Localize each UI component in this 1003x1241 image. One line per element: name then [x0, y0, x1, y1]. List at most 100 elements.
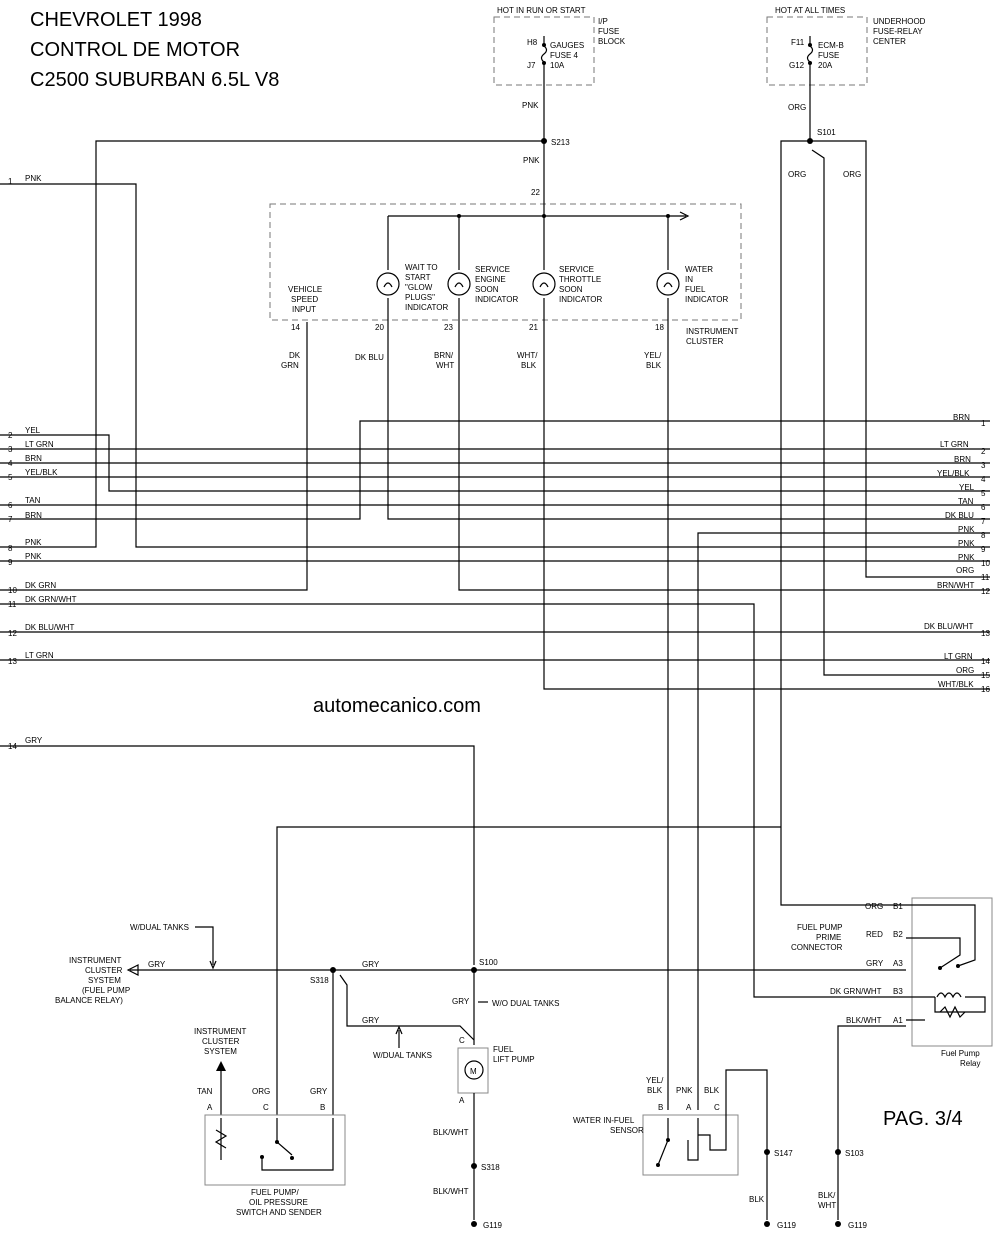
- lift-l1: FUEL: [493, 1045, 514, 1054]
- right-pin-8: 8: [981, 531, 986, 540]
- relay-l1: Fuel Pump: [941, 1049, 980, 1058]
- fuse-ip-fuse: FUSE 4: [550, 51, 579, 60]
- sender-dot-3: [260, 1155, 264, 1159]
- vsi-pin: 14: [291, 323, 300, 332]
- right-color-9: PNK: [958, 539, 975, 548]
- right-color-4: YEL/BLK: [937, 469, 970, 478]
- wif-s-l2: SENSOR: [610, 1126, 644, 1135]
- relay-resistor-icon: [939, 1005, 966, 1019]
- fuse-uh-fuse: FUSE: [818, 51, 839, 60]
- fuse-ip-header: HOT IN RUN OR START: [497, 6, 586, 15]
- relay-p-a1: A1: [893, 1016, 903, 1025]
- right-pin-13: 13: [981, 629, 990, 638]
- wire-ses-to-right-12: [458, 322, 990, 591]
- wif-sensor-dot-1: [666, 1138, 670, 1142]
- wire-org-right: ORG: [843, 170, 861, 179]
- ic-system-3: SYSTEM: [88, 976, 121, 985]
- uh-fuse-symbol: [806, 45, 814, 63]
- sender-pin-c: C: [263, 1103, 269, 1112]
- right-color-10: PNK: [958, 553, 975, 562]
- fuse-ip-pin-in: H8: [527, 38, 538, 47]
- relay-prime-3: CONNECTOR: [791, 943, 843, 952]
- right-color-7: DK BLU: [945, 511, 974, 520]
- fuse-ip-block-1: I/P: [598, 17, 608, 26]
- sender-l1: FUEL PUMP/: [251, 1188, 299, 1197]
- wire-org-to-sender-c: [276, 826, 781, 1115]
- title-line-2: CONTROL DE MOTOR: [30, 39, 240, 61]
- sts-pin: 21: [529, 323, 538, 332]
- right-connector: BRN 2 1 LT GRN 2 BRN 3 YEL/BLK 4 YEL 5 T…: [924, 413, 990, 694]
- relay-l2: Relay: [960, 1059, 980, 1068]
- ground-2-label: G119: [777, 1221, 797, 1230]
- relay-coil-icon: [936, 992, 962, 999]
- vsi-label-1: VEHICLE: [288, 285, 322, 294]
- fuse-uh-block-2: FUSE-RELAY: [873, 27, 923, 36]
- right-pin-6: 6: [981, 503, 986, 512]
- splice-s103-label: S103: [845, 1149, 864, 1158]
- glow-wire: DK BLU: [355, 353, 384, 362]
- ic-system-1: INSTRUMENT: [69, 956, 122, 965]
- vsi-wire-1: DK: [289, 351, 301, 360]
- wif-s-w-blk: BLK: [704, 1086, 720, 1095]
- wire-pnk-fuse: PNK: [522, 101, 539, 110]
- sender-w-gry: GRY: [310, 1087, 328, 1096]
- splice-s318a-label: S318: [310, 976, 329, 985]
- gry-arrow-left: [126, 964, 139, 976]
- wire-org-left: ORG: [788, 170, 806, 179]
- wire-org-fuse: ORG: [788, 103, 806, 112]
- left-color-9: PNK: [25, 552, 42, 561]
- right-color-2: LT GRN: [940, 440, 969, 449]
- relay-dot-2: [938, 966, 942, 970]
- sender-l2: OIL PRESSURE: [249, 1198, 308, 1207]
- page-number: PAG. 3/4: [883, 1108, 963, 1130]
- left-color-13: LT GRN: [25, 651, 54, 660]
- left-color-3: LT GRN: [25, 440, 54, 449]
- fuse-uh-header: HOT AT ALL TIMES: [775, 6, 845, 15]
- right-pin-12: 12: [981, 587, 990, 596]
- lift-l2: LIFT PUMP: [493, 1055, 535, 1064]
- splice-s147-label: S147: [774, 1149, 793, 1158]
- relay-w-bw: BLK/WHT: [846, 1016, 882, 1025]
- ground-3-label: G119: [848, 1221, 868, 1230]
- fuse-uh-pin-in: F11: [791, 38, 805, 47]
- left-color-6: TAN: [25, 496, 41, 505]
- wif-label-1: WATER: [685, 265, 713, 274]
- fuel-pump-relay: [911, 897, 993, 1047]
- wire-sts-to-right-16: [543, 322, 990, 690]
- wif-label-3: FUEL: [685, 285, 706, 294]
- fuse-ip-block-2: FUSE: [598, 27, 619, 36]
- right-color-16: WHT/BLK: [938, 680, 974, 689]
- right-pin-11: 11: [981, 573, 990, 582]
- splice-s147: [764, 1149, 770, 1155]
- relay-prime-wire: [906, 937, 961, 969]
- wif-label-2: IN: [685, 275, 693, 284]
- sender-dot-1: [275, 1140, 279, 1144]
- gry-wo: GRY: [452, 997, 470, 1006]
- right-pin-1-num: 1: [981, 419, 986, 428]
- left-pin-12: 12: [8, 629, 17, 638]
- wif-wire-1: YEL/: [644, 351, 662, 360]
- ic-system-5: BALANCE RELAY): [55, 996, 123, 1005]
- wif-s-l1: WATER IN-FUEL: [573, 1116, 635, 1125]
- right-pin-10: 10: [981, 559, 990, 568]
- dual-tanks-top: W/DUAL TANKS: [130, 923, 189, 932]
- lift-motor-symbol: M: [470, 1067, 477, 1076]
- wire-s101-to-right-15: [811, 149, 990, 676]
- right-pin-2: 2: [981, 447, 986, 456]
- fuse-uh-block-3: CENTER: [873, 37, 906, 46]
- gry-mid: GRY: [362, 960, 380, 969]
- dual-tanks-leader: [195, 926, 214, 965]
- w-dual-low-arrow: [395, 1025, 403, 1035]
- gry-low: GRY: [362, 1016, 380, 1025]
- fuse-uh-dot-1: [808, 43, 812, 47]
- fuse-ip-pin-out: J7: [527, 61, 536, 70]
- wif-s-w-pnk: PNK: [676, 1086, 693, 1095]
- fuse-ip-dot-2: [542, 61, 546, 65]
- lift-wire-2: BLK/WHT: [433, 1187, 469, 1196]
- relay-p-b2: B2: [893, 930, 903, 939]
- relay-prime-1: FUEL PUMP: [797, 923, 843, 932]
- fuse-uh-name: ECM-B: [818, 41, 844, 50]
- fuel-lift-pump: [457, 1047, 489, 1094]
- wire-s101-to-right-11: [810, 140, 990, 578]
